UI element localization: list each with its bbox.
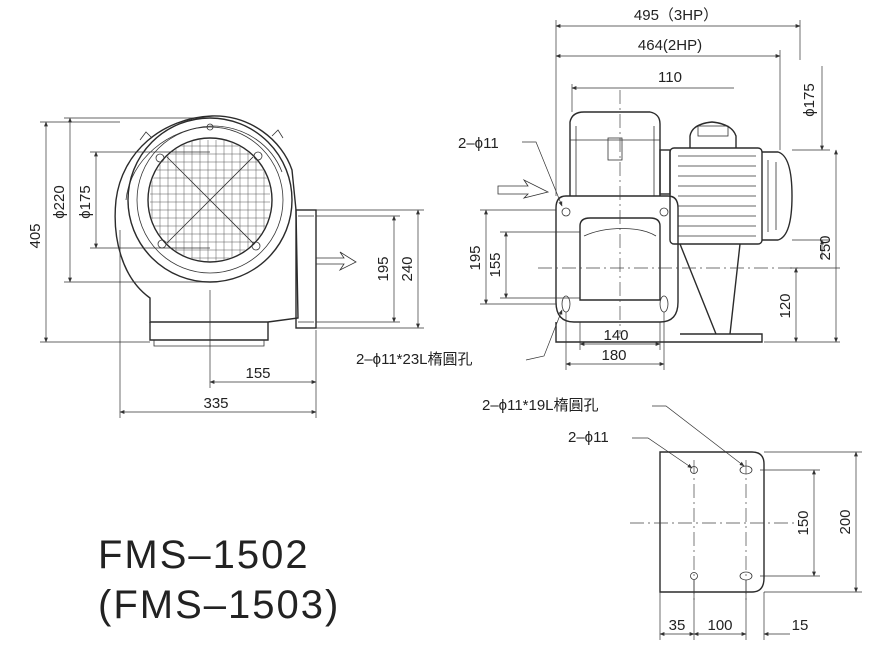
- motor-fins: [678, 155, 756, 237]
- model-labels: FMS–1502 (FMS–1503): [98, 533, 340, 627]
- dim-side-left: 195 155: [467, 209, 580, 305]
- side-label-plate: [607, 137, 623, 161]
- motor-foot: [679, 243, 741, 335]
- inlet-grille: [150, 140, 270, 261]
- side-view: 495（3HP） 464(2HP) 110 ϕ175 250 120 195 1…: [356, 7, 840, 370]
- side-housing-body: [569, 111, 661, 196]
- housing-inner-contour: [125, 125, 283, 201]
- dim-label-100: 100: [707, 617, 732, 634]
- terminal-box-cap: [697, 125, 729, 137]
- outlet-flange-lines: [298, 215, 314, 323]
- airflow-arrow-front: [316, 251, 357, 272]
- dim-label-155-side: 155: [487, 252, 504, 277]
- dim-side-bottom: 140 180: [565, 312, 665, 370]
- dim-label-phi175-front: ϕ175: [77, 185, 94, 218]
- inlet-grille-ring: [147, 137, 273, 263]
- dim-front-width: 335: [119, 230, 317, 418]
- dim-front-height: 405: [27, 121, 150, 343]
- dim-label-195-front: 195: [375, 256, 392, 281]
- callout-flange-holes: 2–ϕ11: [458, 135, 499, 152]
- callout-base-slots: 2–ϕ11*23L楕圓孔: [356, 350, 473, 368]
- dim-label-335: 335: [203, 395, 228, 412]
- base-callouts: 2–ϕ11*19L楕圓孔 2–ϕ11: [482, 396, 745, 469]
- dim-outlet: 195 240: [316, 209, 424, 329]
- model-primary: FMS–1502: [98, 533, 310, 577]
- side-flange: [555, 195, 679, 323]
- dim-side-right: ϕ175 250 120: [764, 66, 840, 343]
- front-view: 405 ϕ220 ϕ175 195 240 155: [27, 115, 424, 418]
- dim-label-195-side: 195: [467, 245, 484, 270]
- front-base: [149, 322, 269, 341]
- terminal-box: [689, 121, 737, 148]
- side-outlet-contour: [583, 228, 657, 237]
- dim-label-180: 180: [601, 347, 626, 364]
- dim-base-bottom: 35 100 15: [659, 580, 809, 640]
- dim-label-140: 140: [603, 327, 628, 344]
- motor-cover-lines: [767, 160, 777, 232]
- dim-label-120: 120: [777, 293, 794, 318]
- dim-inlet-outer: ϕ220: [51, 117, 210, 283]
- side-callouts: 2–ϕ11 2–ϕ11*23L楕圓孔: [356, 135, 563, 368]
- scroll-housing: [114, 115, 299, 323]
- dim-outlet-offset: 155: [209, 290, 317, 388]
- side-base-plate: [555, 322, 763, 343]
- side-flange-holes: [561, 207, 669, 313]
- front-base-plate: [153, 340, 265, 347]
- model-secondary: (FMS–1503): [98, 583, 340, 627]
- dim-label-15: 15: [792, 617, 809, 634]
- dim-label-464: 464(2HP): [638, 37, 702, 54]
- dim-label-405: 405: [27, 223, 44, 248]
- dim-label-200: 200: [837, 509, 854, 534]
- airflow-arrow-side: [497, 178, 550, 199]
- dim-side-lengths: 495（3HP） 464(2HP) 110: [555, 7, 801, 196]
- outlet-flange: [295, 209, 317, 329]
- housing-tabs: [139, 129, 284, 141]
- base-view: 150 200 35 100 15 2–ϕ11*19L楕圓孔 2–ϕ11: [482, 396, 862, 640]
- side-housing-lines: [570, 126, 660, 196]
- motor-flange: [659, 149, 671, 195]
- dim-label-35: 35: [669, 617, 686, 634]
- callout-base-view-holes: 2–ϕ11: [568, 429, 609, 446]
- dim-label-phi175-side: ϕ175: [801, 83, 818, 116]
- dim-inlet-inner: ϕ175: [77, 151, 210, 249]
- side-outlet-opening: [579, 217, 661, 301]
- dim-label-155-front: 155: [245, 365, 270, 382]
- dim-base-right: 150 200: [760, 451, 862, 593]
- inlet-bolts: [155, 123, 263, 251]
- motor-body: [669, 147, 763, 245]
- dim-label-240: 240: [399, 256, 416, 281]
- dim-label-phi220: ϕ220: [51, 185, 68, 218]
- motor-fan-cover: [762, 151, 793, 241]
- callout-base-view-slots: 2–ϕ11*19L楕圓孔: [482, 396, 599, 414]
- inlet-mid-ring: [136, 126, 284, 274]
- dim-label-110: 110: [658, 69, 682, 86]
- dim-label-150: 150: [795, 510, 812, 535]
- dim-label-250: 250: [817, 235, 834, 260]
- base-plate: [659, 451, 765, 593]
- dim-label-495: 495（3HP）: [634, 7, 718, 24]
